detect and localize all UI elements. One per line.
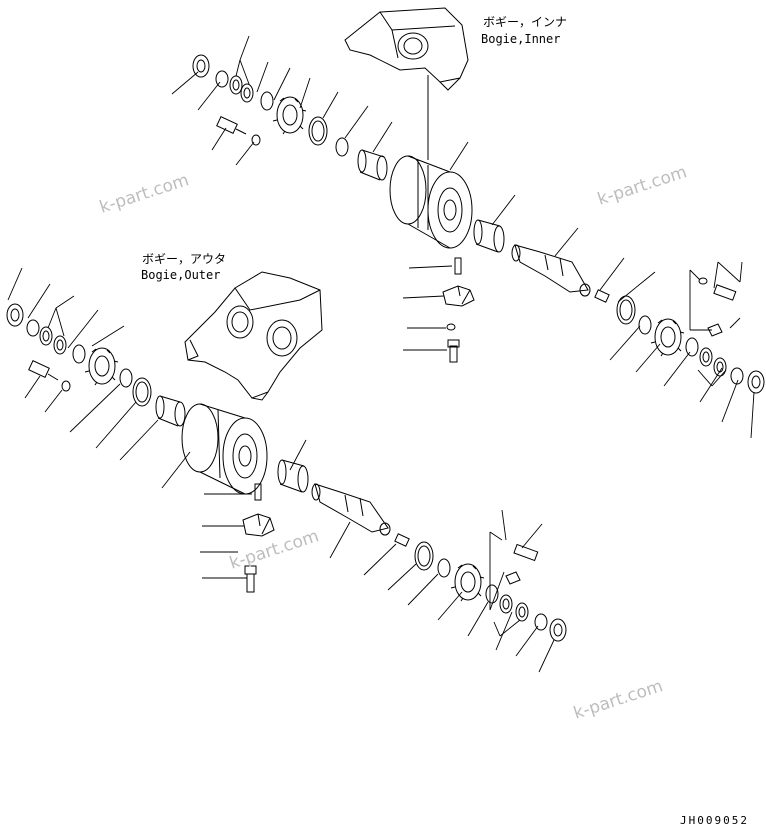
inner-small-washer xyxy=(446,323,456,331)
inner-cap-bolt xyxy=(447,339,460,363)
outer-oring-5 xyxy=(485,584,499,604)
inner-leader-lines xyxy=(171,35,755,439)
outer-cap-bolt xyxy=(244,565,257,593)
outer-washer xyxy=(61,380,71,392)
inner-seal-3 xyxy=(240,83,254,103)
outer-cap xyxy=(242,513,275,537)
outer-bearing-cage-2 xyxy=(450,563,485,602)
inner-bushing-1 xyxy=(357,149,388,181)
inner-bogie-housing xyxy=(344,7,469,91)
inner-pin xyxy=(454,257,462,275)
inner-bearing-cage-2 xyxy=(650,318,685,357)
outer-right-plug xyxy=(505,571,521,585)
inner-bushing-2 xyxy=(473,219,505,253)
inner-seal-2 xyxy=(229,75,243,95)
inner-roller-wheel xyxy=(389,155,473,249)
outer-bogie-en-label: Bogie,Outer xyxy=(141,268,221,282)
outer-seal-5 xyxy=(515,602,529,622)
outer-bushing-1 xyxy=(155,395,186,427)
outer-seal-3 xyxy=(53,335,67,355)
outer-shaft xyxy=(311,483,391,536)
inner-oring-2 xyxy=(260,91,274,111)
inner-bogie-jp-label: ボギー，インナ xyxy=(483,15,568,29)
outer-roller-wheel xyxy=(181,403,268,495)
inner-right-plug xyxy=(707,323,723,337)
inner-plug xyxy=(594,289,610,303)
inner-seal-4 xyxy=(699,347,713,367)
outer-seal-4 xyxy=(499,594,513,614)
outer-oring-1 xyxy=(26,319,40,337)
inner-shaft xyxy=(511,244,591,297)
inner-oring-1 xyxy=(215,70,229,88)
outer-bogie-housing xyxy=(184,271,323,401)
outer-plug xyxy=(394,533,410,547)
inner-seal-1 xyxy=(192,54,210,78)
inner-oring-6 xyxy=(730,367,744,385)
inner-right-washer xyxy=(698,277,708,285)
inner-seal-6 xyxy=(747,370,765,394)
outer-cover-ring xyxy=(132,377,152,407)
inner-right-bolt xyxy=(713,284,737,301)
inner-cap xyxy=(442,285,475,307)
inner-bolt xyxy=(216,116,247,135)
outer-bogie-jp-label: ボギー，アウタ xyxy=(142,252,227,266)
outer-bushing-2 xyxy=(277,459,309,493)
outer-oring-6 xyxy=(534,613,548,631)
outer-bolt xyxy=(28,360,59,381)
outer-right-bolt xyxy=(513,543,539,562)
inner-bogie-en-label: Bogie,Inner xyxy=(481,32,561,46)
outer-pin xyxy=(254,483,262,501)
outer-oring-2 xyxy=(72,344,86,364)
outer-bearing-cage xyxy=(84,347,119,386)
inner-cover-ring xyxy=(308,116,328,146)
outer-leader-lines xyxy=(7,267,555,673)
inner-washer xyxy=(251,134,261,146)
outer-seal-6 xyxy=(549,618,567,642)
inner-seal-5 xyxy=(713,357,727,377)
outer-seal-2 xyxy=(39,326,53,346)
inner-bearing-cage xyxy=(272,96,307,135)
inner-oring-3 xyxy=(335,137,349,157)
inner-oring-4 xyxy=(638,315,652,335)
outer-oring-3 xyxy=(119,368,133,388)
outer-seal-1 xyxy=(6,303,24,327)
outer-oring-4 xyxy=(437,558,451,578)
drawing-code: JH009052 xyxy=(680,814,749,827)
inner-oring-5 xyxy=(685,337,699,357)
outer-cover-ring-2 xyxy=(414,541,434,571)
